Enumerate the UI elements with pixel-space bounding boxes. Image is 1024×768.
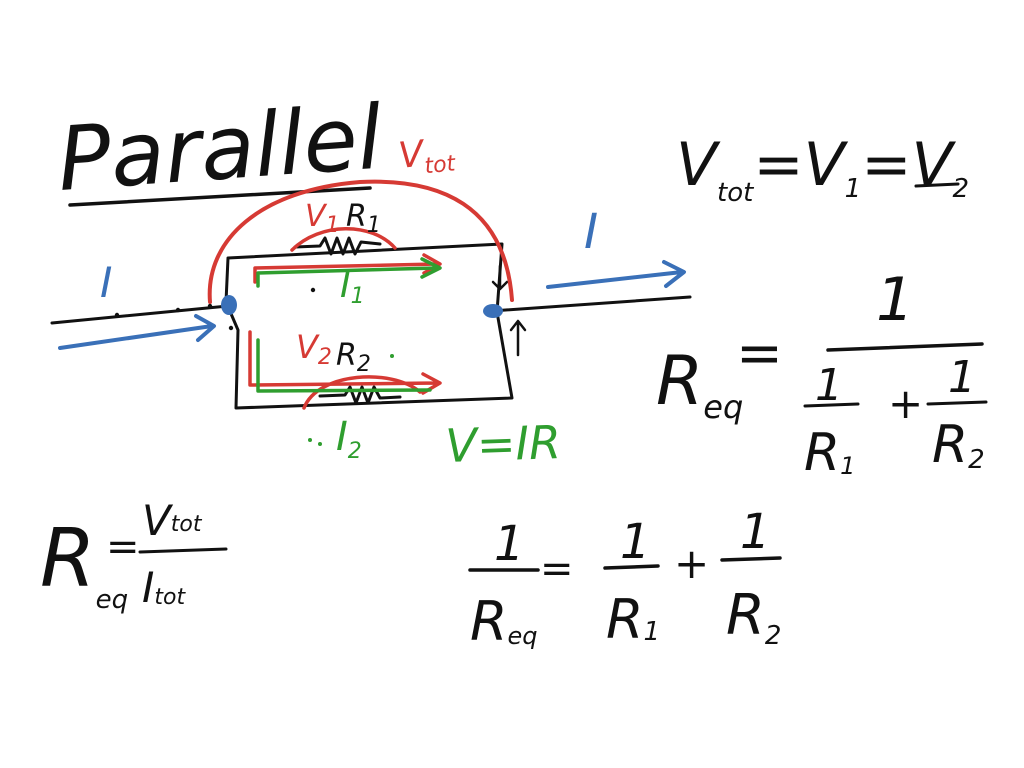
output-wire — [490, 295, 692, 313]
resistor-r2 — [318, 385, 402, 405]
dot-6 — [308, 438, 312, 442]
req-top-den1-bar — [803, 402, 860, 408]
r2-label: R2 — [336, 338, 371, 377]
vtot-arc — [207, 179, 514, 304]
req-left-eq: = — [106, 524, 140, 570]
v1-label: V1 — [305, 199, 340, 238]
i-in-label: I — [100, 258, 112, 307]
reciprocal-equation: 1 Req = 1 R1 + 1 R2 — [468, 504, 782, 653]
req-left-bar — [138, 547, 228, 554]
voltage-eq-underline — [914, 182, 960, 188]
req-top-plus: + — [888, 379, 923, 428]
req-top-den1-num: 1 — [815, 360, 843, 411]
req-left-equation: Req = Vtot Itot — [40, 496, 228, 615]
recip-lhs-num: 1 — [494, 516, 525, 572]
req-top-den2-num: 1 — [948, 352, 976, 403]
up-arrow — [509, 319, 527, 357]
i1-green-path — [256, 257, 442, 288]
title-underline — [68, 186, 372, 207]
req-top-den2-bar — [926, 400, 988, 406]
title-group: Parallel — [54, 86, 386, 211]
dot-5 — [228, 325, 234, 331]
left-node — [221, 295, 237, 315]
i1-label: I1 — [340, 265, 365, 309]
voltage-eq-text: Vtot=V1=V2 — [676, 130, 969, 208]
recip-r2-den: R2 — [726, 583, 781, 651]
req-top-R: Req — [656, 342, 743, 426]
r1-label: R1 — [346, 199, 381, 238]
i-in-arrow — [58, 314, 216, 350]
i-out-arrow — [546, 260, 686, 289]
ohms-law: V=IR — [444, 415, 561, 473]
req-top-den2: R2 — [932, 415, 985, 475]
recip-r1-bar — [603, 564, 660, 570]
dot-3 — [207, 303, 213, 309]
req-top-main-bar — [826, 342, 984, 352]
req-top-eq: = — [736, 321, 783, 386]
v1-arc — [290, 227, 397, 252]
i2-green-path — [256, 338, 432, 393]
req-top-num: 1 — [876, 265, 914, 335]
dot-2 — [175, 307, 181, 313]
voltage-equation: Vtot=V1=V2 — [676, 130, 969, 208]
recip-r1-den: R1 — [606, 588, 660, 651]
req-left-den: Itot — [142, 563, 186, 612]
recip-plus: + — [674, 539, 709, 588]
req-left-num: Vtot — [142, 496, 203, 545]
dot-4 — [310, 287, 316, 293]
input-wire — [50, 304, 230, 325]
recip-r2-num: 1 — [740, 504, 771, 560]
req-left-R: Req — [40, 512, 128, 615]
right-node — [483, 304, 503, 318]
resistor-r1 — [293, 236, 382, 256]
i1-red-path — [253, 253, 442, 284]
current-paths: I1 I2 V=IR — [248, 253, 562, 473]
recip-r1-num: 1 — [620, 514, 651, 570]
voltage-annotations: Vtot V1 V2 — [207, 130, 514, 410]
down-arrow — [491, 264, 509, 291]
dot-1 — [114, 312, 120, 318]
req-top-equation: Req = 1 1 R1 + 1 R2 — [656, 265, 988, 483]
recip-lhs-den: Req — [470, 590, 538, 653]
dot-8 — [390, 354, 394, 358]
i2-label: I2 — [336, 414, 362, 464]
v2-label: V2 — [296, 328, 332, 370]
recip-r2-bar — [720, 556, 782, 562]
vtot-label: Vtot — [397, 130, 458, 182]
recip-eq: = — [540, 546, 574, 592]
title-text: Parallel — [54, 86, 386, 211]
dot-7 — [318, 442, 322, 446]
i-out-label: I — [584, 204, 598, 260]
blue-currents: I I — [58, 204, 686, 350]
req-top-den1: R1 — [804, 423, 855, 483]
